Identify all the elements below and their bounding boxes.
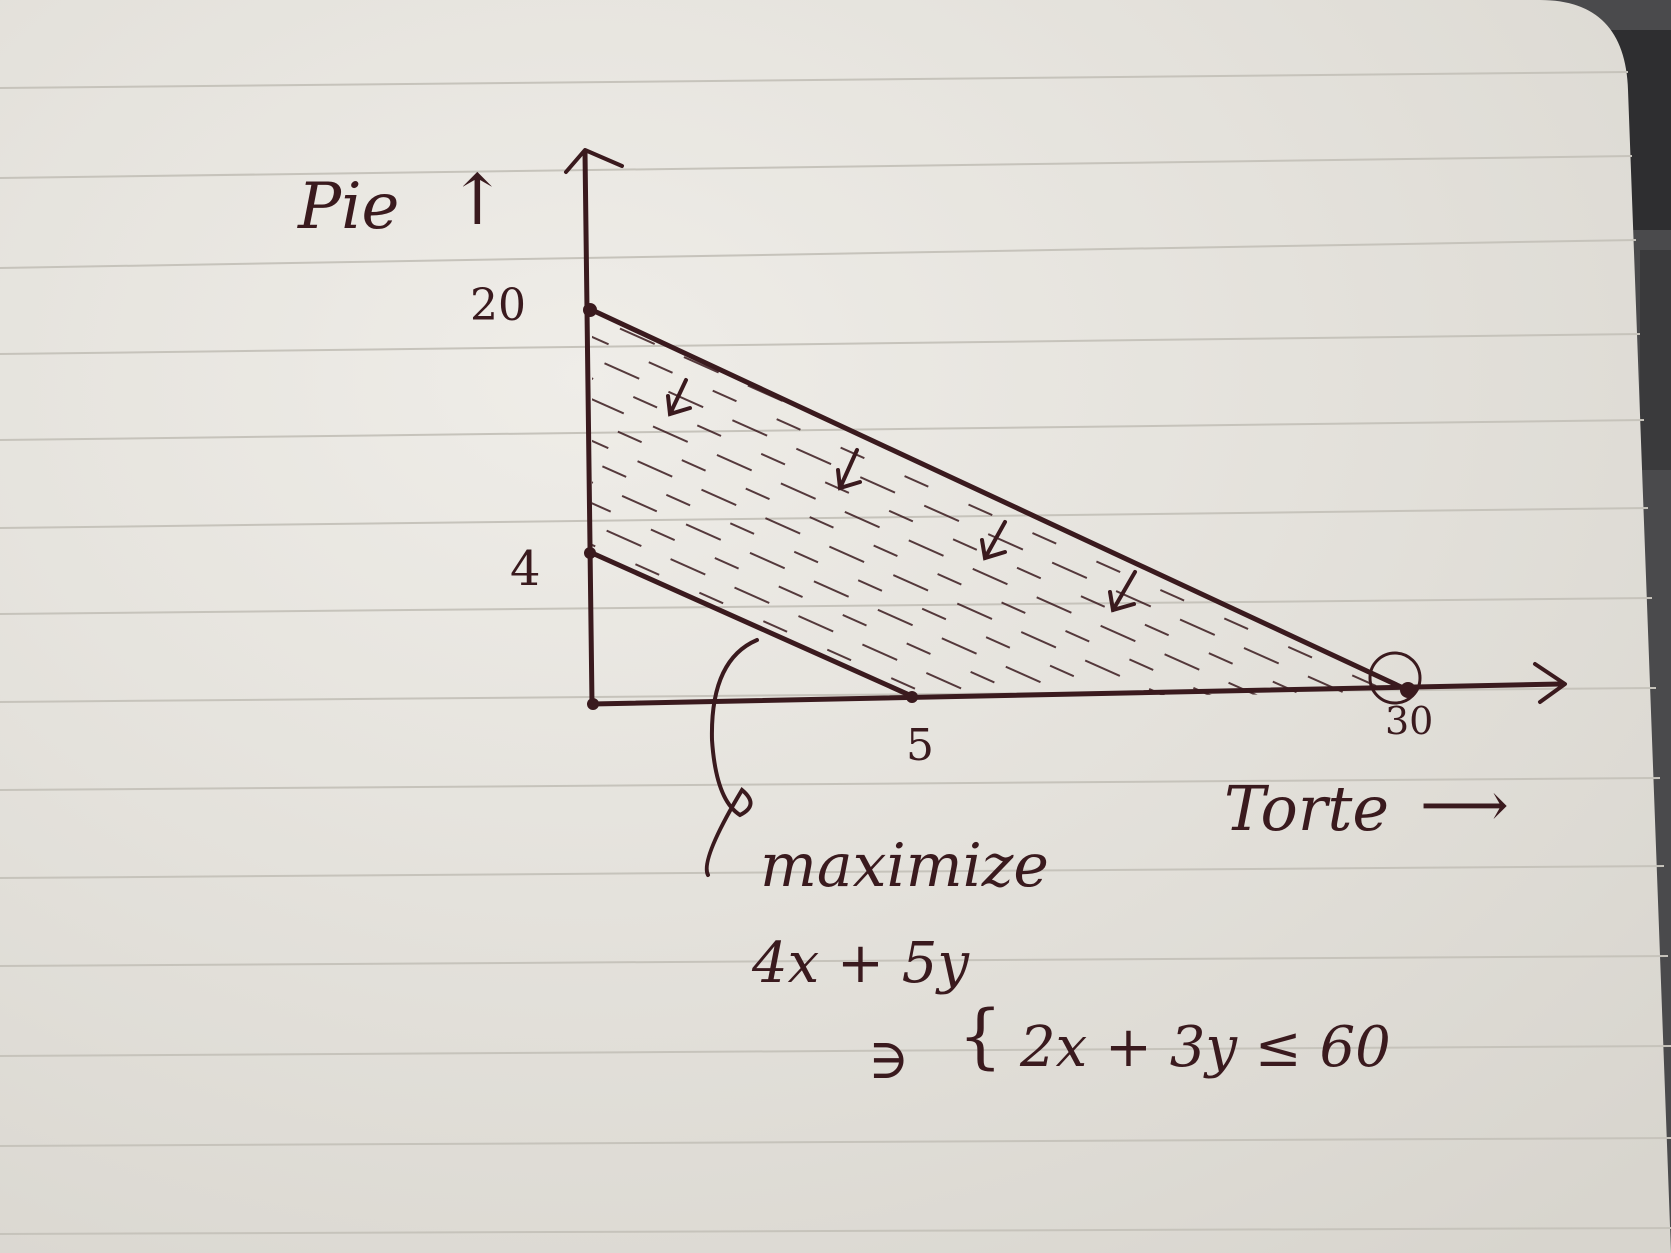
x-axis-arrow-icon: ⟶ (1420, 768, 1509, 841)
optimal-point-circle (1368, 651, 1422, 705)
direction-arrows (666, 378, 1137, 613)
x-axis-label: Torte (1224, 772, 1389, 845)
y-axis-label: Pie (297, 170, 399, 244)
note-maximize: maximize (760, 831, 1049, 901)
y-axis (564, 148, 624, 707)
annotation-curve (704, 638, 759, 877)
constraint-lines (589, 307, 1411, 699)
y-axis-arrow-icon: ↑ (448, 159, 507, 241)
note-brace: { (958, 995, 1003, 1077)
y-tick-4: 4 (510, 541, 541, 597)
ruled-lines (0, 71, 1671, 1235)
tick-marks (583, 303, 1416, 710)
x-tick-5: 5 (906, 720, 934, 771)
handwritten-notes: maximize 4x + 5y ∋ { 2x + 3y ≤ 60 (751, 831, 1391, 1092)
note-such-that: ∋ (868, 1027, 909, 1092)
tick-labels: 20 4 5 30 (470, 280, 1433, 771)
note-constraint: 2x + 3y ≤ 60 (1019, 1015, 1391, 1080)
x-tick-30: 30 (1385, 699, 1433, 743)
keyboard-key (1640, 250, 1671, 470)
constraint-line-outer (589, 307, 1411, 693)
note-objective: 4x + 5y (751, 931, 970, 996)
constraint-line-inner (589, 550, 915, 699)
axis-labels: Pie ↑ Torte ⟶ (297, 159, 1509, 845)
y-tick-20: 20 (470, 280, 526, 331)
